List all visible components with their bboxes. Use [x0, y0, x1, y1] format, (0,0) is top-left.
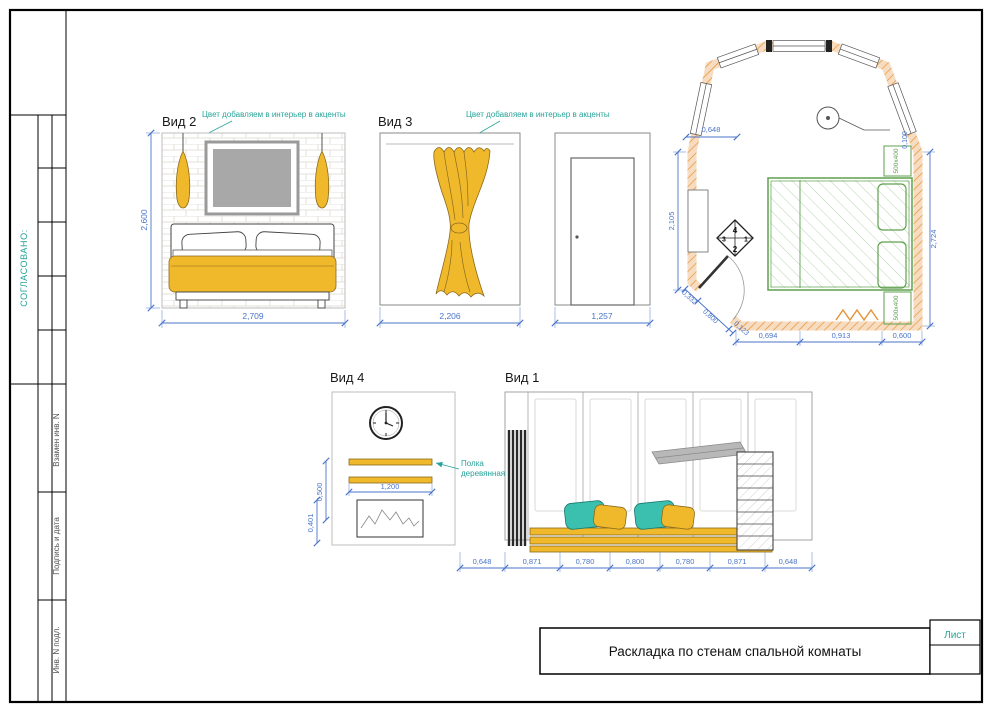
bay-window-right	[887, 82, 917, 136]
wall-pier	[687, 189, 709, 253]
view3-label: Вид 3	[378, 114, 412, 129]
bay-window-top	[766, 40, 832, 52]
bench-pillows	[564, 500, 695, 530]
view2-dimensions: 2,709 2,600	[139, 129, 349, 328]
view4-label: Вид 4	[330, 370, 364, 385]
view1-dimensions: 0,648 0,871 0,780 0,800 0,780 0,871 0,64…	[456, 552, 816, 572]
nightstand-size-label: 500x400	[893, 295, 900, 320]
view2-note: Цвет добавляем в интерьер в акценты	[202, 110, 346, 119]
view2-bed-elevation: Вид 2 Цвет добавляем в интерьер в акцент…	[139, 110, 349, 328]
marker-number-bottom: 2	[733, 245, 738, 254]
nightstand-bottom: 500x400	[883, 291, 912, 325]
plan-door	[694, 255, 745, 324]
wall-clock	[369, 406, 403, 440]
door-width-dim: 1,257	[591, 311, 613, 321]
view4-shelf-elevation: Вид 4 Полка деревянная	[306, 370, 505, 547]
ceiling-light-symbol	[816, 106, 890, 131]
view1-dim-7: 0,648	[779, 557, 798, 566]
door-leaf	[570, 157, 635, 306]
title-block: Раскладка по стенам спальной комнаты Лис…	[539, 619, 981, 675]
view3-dimensions: 2,206	[376, 307, 524, 328]
view1-dim-5: 0,780	[676, 557, 695, 566]
view3-curtain-elevation: Вид 3 Цвет добавляем в интерьер в акцент…	[376, 110, 610, 328]
view4-note-line2: деревянная	[461, 469, 505, 478]
window-jamb-right	[826, 40, 832, 52]
plan-dim-left: 2,105	[667, 212, 676, 231]
sheet-cell-label: Лист	[944, 630, 966, 641]
bed	[168, 223, 337, 309]
nightstand-size-label: 500x400	[893, 148, 900, 173]
view4-shelf-width-dim: 1,200	[381, 482, 400, 491]
view2-width-dim: 2,709	[242, 311, 264, 321]
bay-window-upper-left	[716, 43, 760, 69]
wooden-shelves	[348, 458, 433, 484]
picture-frame	[204, 140, 300, 216]
plan-pillow-bottom	[877, 241, 907, 289]
stamp-row-replace-inv: Взамен инв. N	[52, 413, 61, 467]
plan-dim-right-top: 0,100	[902, 131, 909, 149]
plan-dim-top-left: 0,648	[702, 125, 721, 134]
view4-dim-b: 0,401	[306, 514, 315, 533]
marker-number-right: 1	[744, 237, 748, 244]
view1-dim-6: 0,871	[728, 557, 747, 566]
door-elevation: 1,257	[551, 132, 654, 328]
plan-dim-right: 2,724	[929, 230, 938, 249]
stamp-approved-label: СОГЛАСОВАНО:	[19, 229, 29, 307]
stamp-row-sign-date: Подпись и дата	[52, 517, 61, 575]
bookshelf-unit	[736, 451, 774, 551]
wall-shelf-edge	[655, 447, 744, 459]
view3-note: Цвет добавляем в интерьер в акценты	[466, 110, 610, 119]
plan-pillow-top	[877, 183, 907, 231]
pendant-lamps	[175, 133, 330, 209]
view1-wardrobe-elevation: Вид 1	[456, 370, 816, 572]
view3-width-dim: 2,206	[439, 311, 461, 321]
view1-dim-2: 0,871	[523, 557, 542, 566]
view2-label: Вид 2	[162, 114, 196, 129]
view-direction-marker: 4 1 2 3	[716, 219, 754, 257]
radiator-grille	[507, 430, 527, 546]
curtain	[433, 147, 491, 298]
drawing-title: Раскладка по стенам спальной комнаты	[609, 644, 862, 659]
bay-window-left	[689, 82, 713, 136]
plan-dim-bottom-c: 0,600	[893, 331, 912, 340]
plan-dim-bottom-b: 0,913	[832, 331, 851, 340]
view2-height-dim: 2,600	[139, 209, 149, 231]
plan-dim-chamfer-a: 0,332	[680, 289, 698, 306]
window-jamb-left	[766, 40, 772, 52]
view4-leader-line	[435, 461, 460, 470]
landscape-picture	[356, 499, 424, 538]
nightstand-top: 500x400	[883, 145, 912, 177]
sheet-frame: СОГЛАСОВАНО: Взамен инв. N Подпись и дат…	[8, 8, 984, 704]
radiator-symbol	[835, 308, 879, 322]
door-dimensions: 1,257	[551, 307, 654, 328]
stamp-row-inv-orig: Инв. N подл.	[52, 626, 61, 673]
door-handle	[575, 235, 579, 239]
view1-dim-4: 0,800	[626, 557, 645, 566]
view4-note-line1: Полка	[461, 459, 484, 468]
bench-slats	[529, 527, 773, 553]
bay-window-upper-right	[837, 43, 881, 69]
view4-dim-a: 0,500	[315, 483, 324, 502]
view1-label: Вид 1	[505, 370, 539, 385]
marker-number-top: 4	[733, 226, 738, 235]
view1-dim-3: 0,780	[576, 557, 595, 566]
plan-dim-bottom-a: 0,694	[759, 331, 778, 340]
view4-dimensions: 1,200 0,500 0,401	[306, 457, 436, 547]
view1-dim-1: 0,648	[473, 557, 492, 566]
plan-bed	[767, 177, 913, 291]
marker-number-left: 3	[722, 237, 726, 244]
floor-plan: 500x400 500x400 4 1 2 3 0,648	[667, 40, 938, 346]
